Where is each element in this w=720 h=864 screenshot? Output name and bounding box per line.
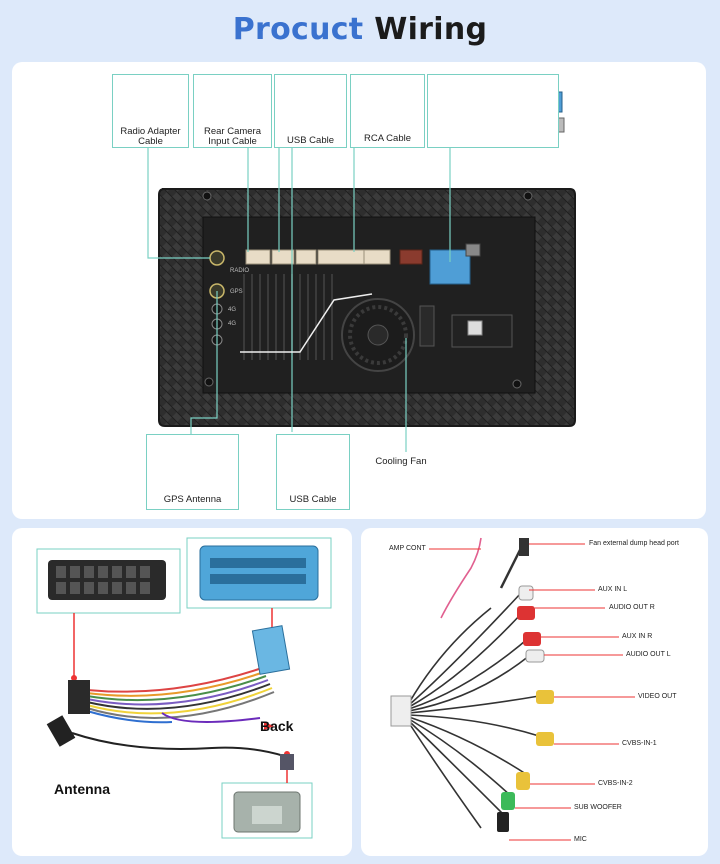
title-word-1: Procuct bbox=[232, 12, 364, 47]
usb-cable-bottom-box bbox=[276, 434, 350, 510]
cooling-fan-label: Cooling Fan bbox=[375, 456, 427, 467]
rca-label-video-out: VIDEO OUT bbox=[638, 693, 677, 700]
rca-label-mic: MIC bbox=[574, 836, 587, 843]
radio-adapter-label: Radio Adapter Cable bbox=[120, 126, 181, 147]
radio-adapter-cable-box bbox=[112, 74, 189, 148]
title-word-2: Wiring bbox=[374, 12, 488, 47]
rca-label-aux-in-l: AUX IN L bbox=[598, 586, 628, 593]
rca-illustration bbox=[390, 537, 635, 841]
usb-cable-top-label: USB Cable bbox=[287, 135, 334, 146]
port-label-radio: RADIO bbox=[230, 268, 250, 274]
antenna-label: Antenna bbox=[54, 781, 110, 797]
gps-antenna-label: GPS Antenna bbox=[163, 494, 222, 505]
rca-label-cvbs-in-2: CVBS-IN-2 bbox=[598, 780, 633, 787]
rca-label-sub-woofer: SUB WOOFER bbox=[574, 804, 622, 811]
rca-label-amp-cont: AMP CONT bbox=[389, 545, 426, 552]
gps-antenna-box bbox=[146, 434, 239, 510]
rca-label-aux-in-r: AUX IN R bbox=[622, 633, 653, 640]
usb-cable-top-box bbox=[274, 74, 347, 148]
power-harness-panel: Back Antenna bbox=[12, 528, 352, 856]
port-label-4g-1: 4G bbox=[228, 307, 237, 313]
usb-cable-bottom-label: USB Cable bbox=[289, 494, 337, 505]
port-label-gps: GPS bbox=[230, 289, 243, 295]
rca-label-fan-port: Fan external dump head port bbox=[589, 540, 679, 547]
head-unit-illustration bbox=[121, 81, 576, 473]
back-label: Back bbox=[260, 718, 294, 734]
power-harness-box bbox=[427, 74, 559, 148]
rca-cable-box bbox=[350, 74, 425, 148]
harness-illustration bbox=[36, 537, 332, 839]
rca-harness-panel: AMP CONT Fan external dump head port AUX… bbox=[361, 528, 708, 856]
rca-label-audio-out-r: AUDIO OUT R bbox=[609, 604, 655, 611]
rear-camera-label: Rear Camera Input Cable bbox=[203, 126, 262, 147]
rca-label-cvbs-in-1: CVBS-IN-1 bbox=[622, 740, 657, 747]
rear-camera-cable-box bbox=[193, 74, 272, 148]
rca-label-audio-out-l: AUDIO OUT L bbox=[626, 651, 671, 658]
head-unit-wiring-panel: Radio Adapter Cable Rear Camera Input Ca… bbox=[12, 62, 706, 519]
port-label-4g-2: 4G bbox=[228, 321, 237, 327]
rca-cable-label: RCA Cable bbox=[364, 133, 411, 144]
page-title: Procuct Wiring bbox=[0, 12, 720, 47]
